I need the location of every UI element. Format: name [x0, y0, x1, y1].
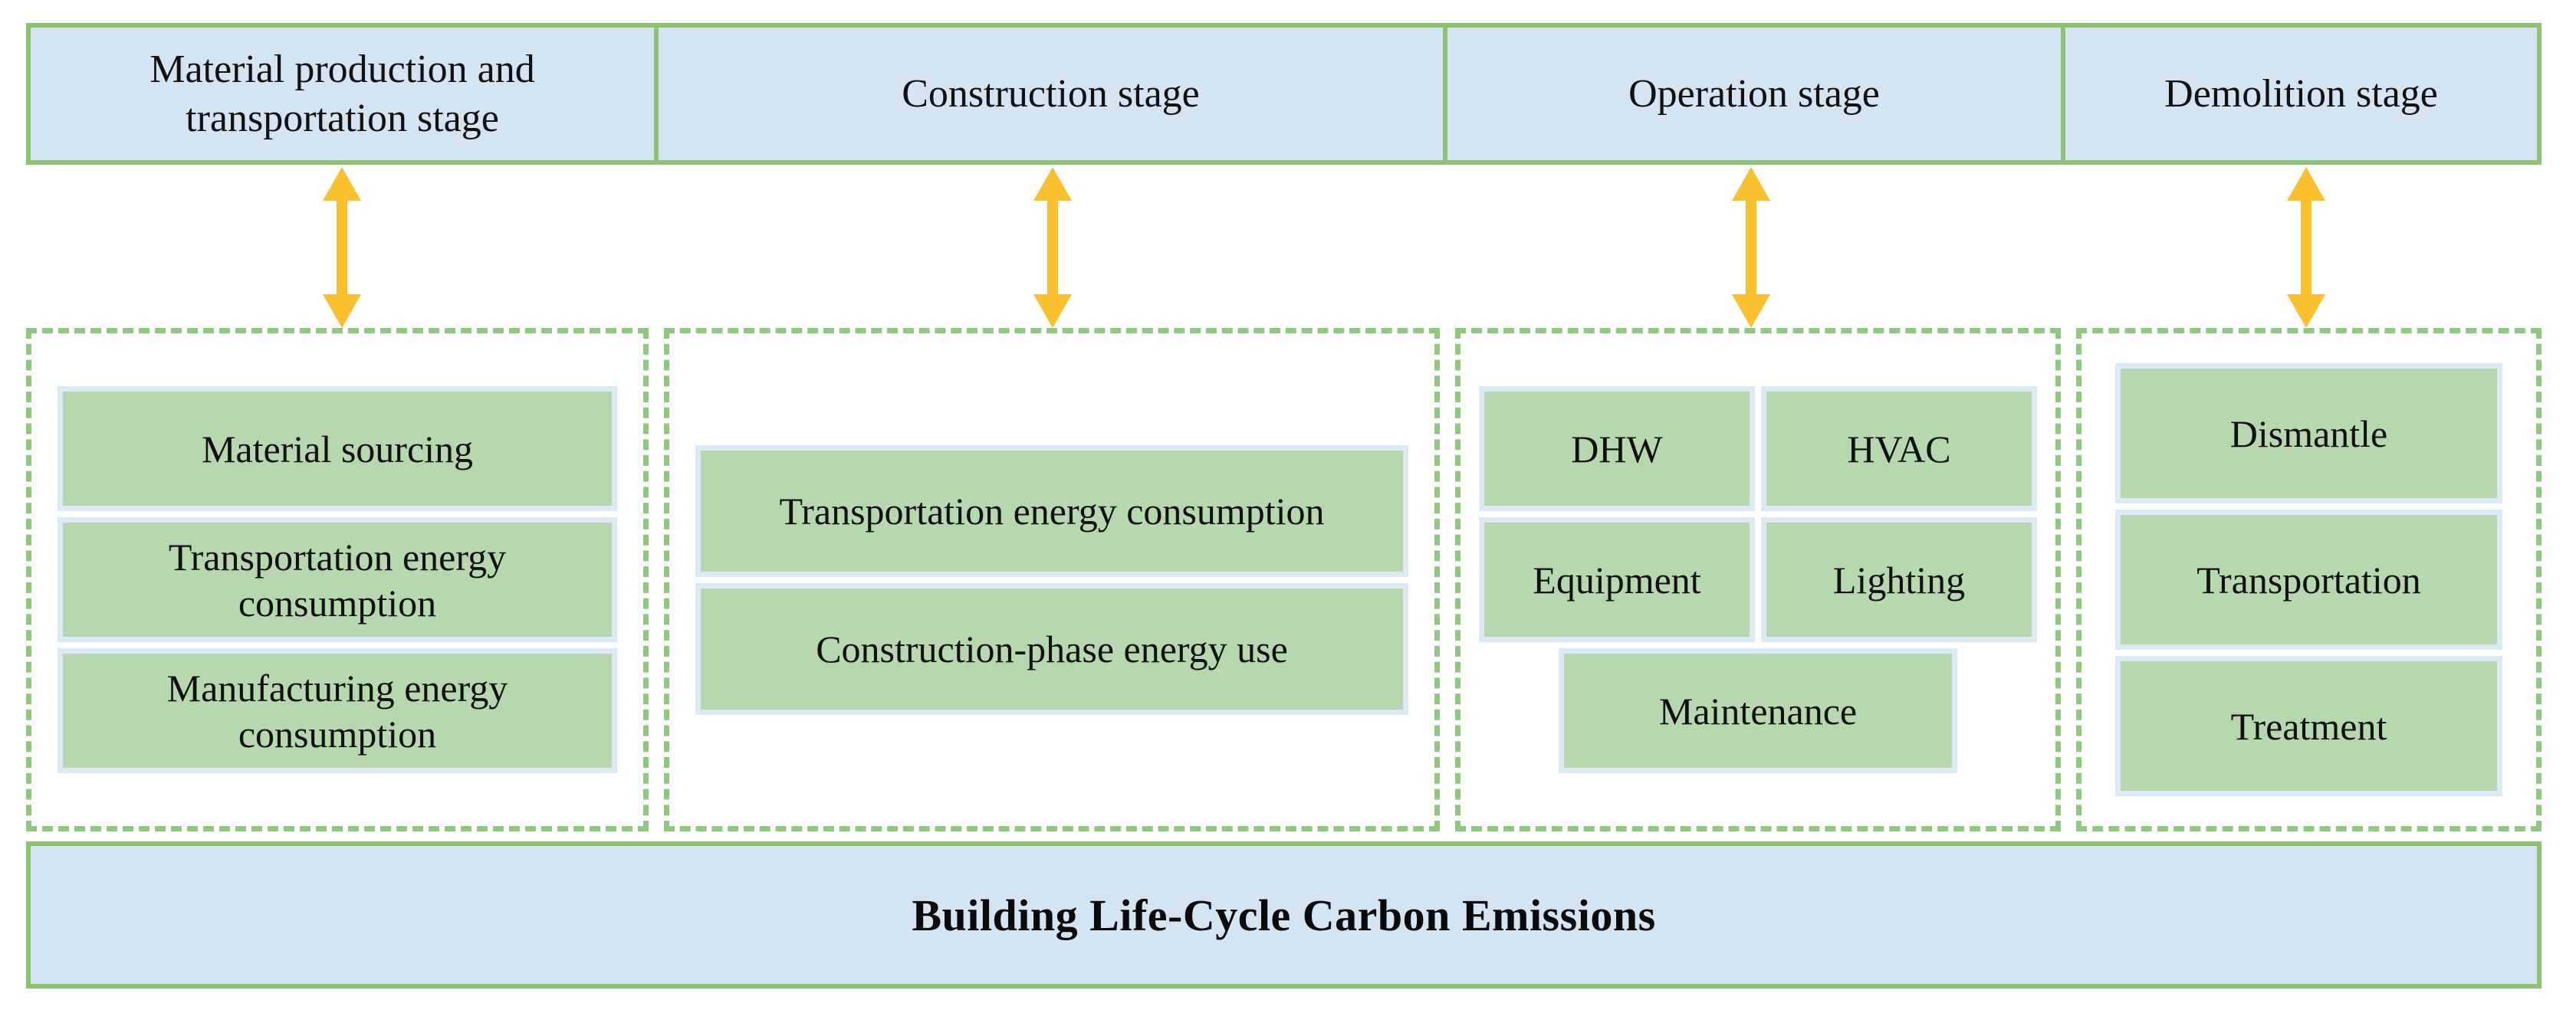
leaf-transportation-energy-consumption-construction[interactable]: Transportation energy consumption: [695, 444, 1408, 577]
leaf-lighting[interactable]: Lighting: [1761, 517, 2037, 642]
group-demolition: Dismantle Transportation Treatment: [2076, 328, 2542, 831]
stage-cell-operation[interactable]: Operation stage: [1447, 28, 2065, 160]
stage-detail-groups: Material sourcing Transportation energy …: [26, 328, 2542, 831]
leaf-transportation-demolition[interactable]: Transportation: [2115, 510, 2502, 650]
lifecycle-stage-bar: Material production and transportation s…: [26, 23, 2542, 165]
leaf-maintenance[interactable]: Maintenance: [1559, 648, 1957, 773]
group-operation: DHW HVAC Equipment Lighting Maintenance: [1455, 328, 2061, 831]
leaf-dismantle[interactable]: Dismantle: [2115, 363, 2502, 503]
leaf-treatment[interactable]: Treatment: [2115, 656, 2502, 796]
operation-leaf-grid: DHW HVAC Equipment Lighting: [1479, 386, 2037, 642]
leaf-equipment[interactable]: Equipment: [1479, 517, 1755, 642]
stage-cell-material-production-and-transportation[interactable]: Material production and transportation s…: [31, 28, 659, 160]
summary-bar-building-lifecycle-carbon-emissions: Building Life-Cycle Carbon Emissions: [26, 841, 2542, 989]
leaf-manufacturing-energy-consumption[interactable]: Manufacturing energy consumption: [58, 648, 617, 773]
leaf-dhw[interactable]: DHW: [1479, 386, 1755, 511]
leaf-construction-phase-energy-use[interactable]: Construction-phase energy use: [695, 582, 1408, 715]
group-construction: Transportation energy consumption Constr…: [664, 328, 1440, 831]
double-headed-arrow-icon-4: [2282, 167, 2330, 328]
leaf-material-sourcing[interactable]: Material sourcing: [58, 386, 617, 511]
double-headed-arrow-icon-1: [318, 167, 366, 328]
stage-cell-demolition[interactable]: Demolition stage: [2065, 28, 2537, 160]
group-material-production-and-transportation: Material sourcing Transportation energy …: [26, 328, 649, 831]
leaf-hvac[interactable]: HVAC: [1761, 386, 2037, 511]
stage-cell-construction[interactable]: Construction stage: [659, 28, 1447, 160]
double-headed-arrow-icon-2: [1029, 167, 1076, 328]
double-headed-arrow-icon-3: [1727, 167, 1775, 328]
leaf-transportation-energy-consumption[interactable]: Transportation energy consumption: [58, 517, 617, 642]
